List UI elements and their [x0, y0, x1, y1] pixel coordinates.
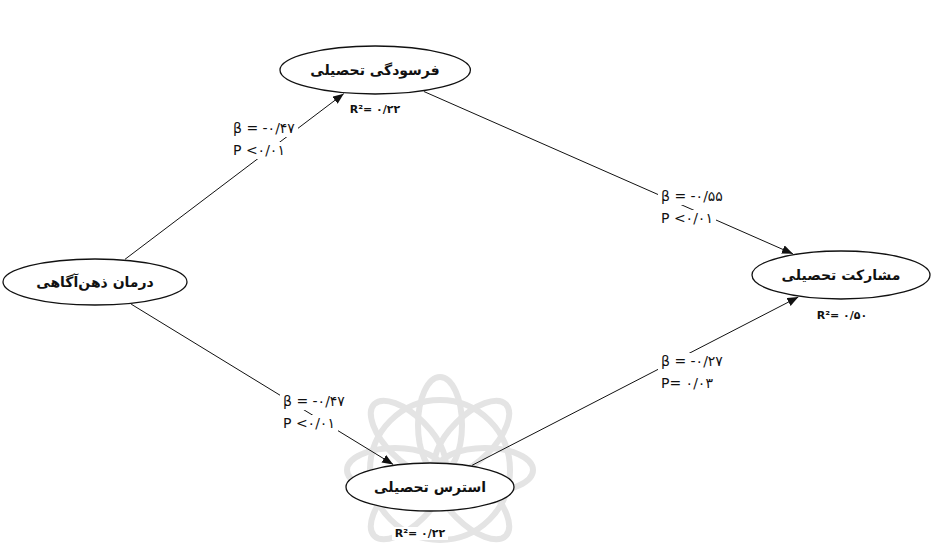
path-coefficient: P <۰/۰۱ [230, 142, 288, 159]
variable-ellipse: درمان ذهن‌آگاهی [2, 258, 188, 306]
path-arrow [424, 92, 793, 254]
path-coefficient: P <۰/۰۱ [280, 415, 338, 432]
variable-ellipse: فرسودگی تحصیلی [279, 45, 471, 95]
variable-ellipse: مشارکت تحصیلی [751, 250, 931, 300]
path-coefficient: P <۰/۰۱ [658, 210, 716, 227]
r-squared-value: R²= ۰/۲۲ [392, 527, 449, 540]
variable-name: درمان ذهن‌آگاهی [36, 274, 154, 291]
path-coefficient: β = -۰/۴۷ [230, 120, 298, 137]
variable-name: فرسودگی تحصیلی [310, 62, 440, 79]
variable-name: مشارکت تحصیلی [782, 267, 901, 284]
path-coefficient: P= ۰/۰۳ [658, 375, 716, 392]
variable-ellipse: استرس تحصیلی [345, 462, 515, 512]
r-squared-value: R²= ۰/۲۲ [347, 103, 404, 116]
path-coefficient: β = -۰/۴۷ [280, 393, 348, 410]
path-coefficient: β = -۰/۲۷ [658, 353, 726, 370]
path-coefficient: β = -۰/۵۵ [658, 188, 726, 205]
r-squared-value: R²= ۰/۵۰ [814, 309, 871, 322]
path-arrow [131, 304, 393, 464]
path-arrow [472, 297, 798, 465]
path-arrow [125, 94, 344, 260]
variable-name: استرس تحصیلی [374, 479, 486, 496]
